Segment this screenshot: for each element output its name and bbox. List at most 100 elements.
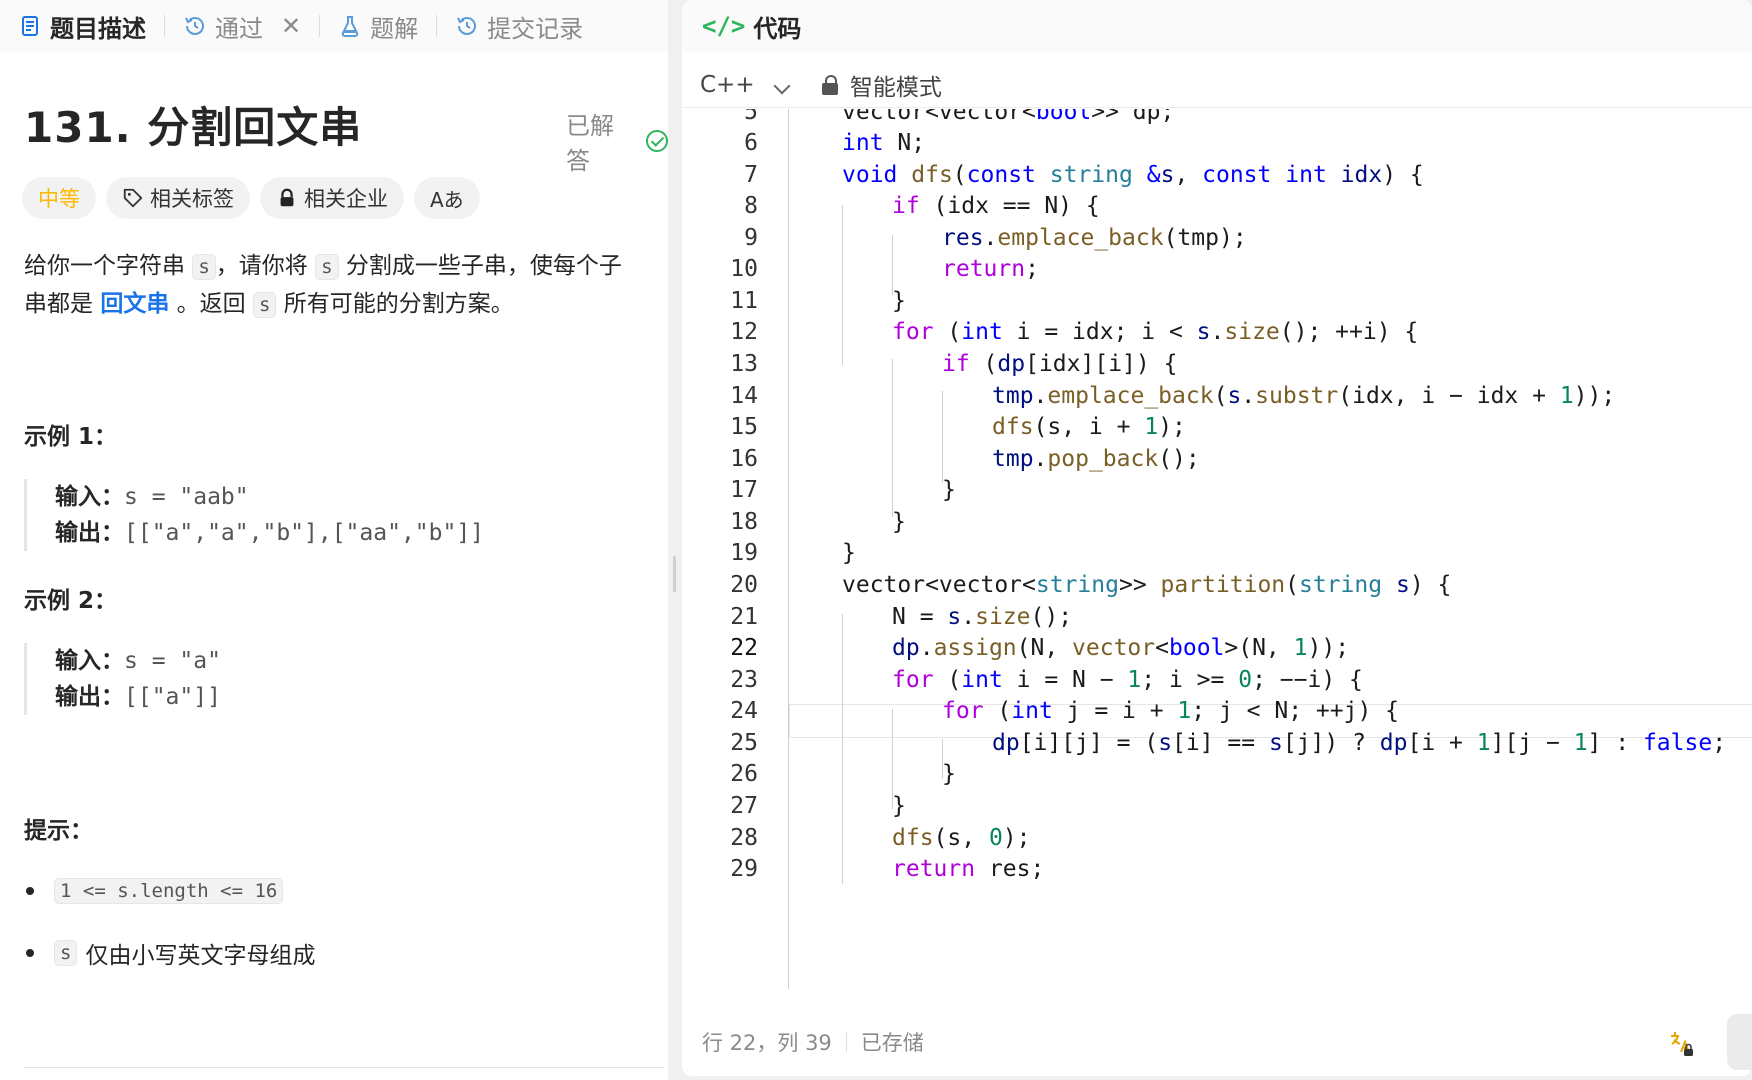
history-icon [457,17,477,35]
tab-submissions[interactable]: 提交记录 [455,0,583,52]
code-line: for (int i = idx; i < s.size(); ++i) { [892,319,1419,345]
output-label: 输出： [55,684,124,710]
line-number: 13 [730,351,758,377]
font-toggle-button[interactable]: Aあ [414,177,480,219]
current-line-highlight [789,704,1752,738]
code-line: N = s.size(); [892,604,1073,630]
tab-accepted-label: 通过 [215,14,263,43]
line-number: 21 [730,604,758,630]
code-line: dp[i][j] = (s[i] == s[j]) ? dp[i + 1][j … [992,730,1727,756]
related-companies-button[interactable]: 相关企业 [260,177,404,219]
line-number: 23 [730,667,758,693]
code-icon: </> [702,12,746,40]
indent-guide [942,391,943,483]
indent-guide [892,235,893,295]
line-number: 28 [730,825,758,851]
code-line: tmp.pop_back(); [992,446,1200,472]
editor-toolbar: C++ 智能模式 [682,62,1752,108]
code-line: vector<vector<bool>> dp; [842,109,1175,125]
line-number: 7 [744,162,758,188]
tab-divider [164,15,165,37]
desc-text: 所有可能的分割方案。 [283,291,514,317]
code-line: } [892,793,906,819]
code-line: if (idx == N) { [892,193,1100,219]
tag-row: 中等 相关标签 相关企业 Aあ [22,177,490,219]
bullet-icon [26,887,34,895]
tab-submissions-label: 提交记录 [487,14,584,43]
line-number: 6 [744,130,758,156]
line-number: 10 [730,256,758,282]
line-number: 17 [730,477,758,503]
line-number: 19 [730,540,758,566]
line-number: 8 [744,193,758,219]
smart-mode-toggle[interactable]: 智能模式 [849,74,942,101]
document-icon [22,16,38,36]
line-number: 25 [730,730,758,756]
line-number: 20 [730,572,758,598]
line-number: 27 [730,793,758,819]
solved-status: 已解答 [566,106,668,176]
problem-panel: 题目描述 通过 ✕ 题解 提交记录 131. 分割回文串 已解答 中等 相关标签 [0,0,668,1080]
difficulty-badge[interactable]: 中等 [22,177,96,219]
list-item: 1 <= s.length <= 16 [24,878,284,904]
line-number: 15 [730,414,758,440]
inline-code: 1 <= s.length <= 16 [54,878,284,904]
line-number: 9 [744,225,758,251]
lock-icon [280,188,294,207]
tab-solutions[interactable]: 题解 [338,0,418,52]
related-tags-label: 相关标签 [150,187,234,211]
divider [24,1067,664,1068]
cursor-position: 行 22，列 39 [702,1031,832,1055]
code-line: tmp.emplace_back(s.substr(idx, i − idx +… [992,383,1616,409]
pane-splitter[interactable] [668,0,680,1080]
drag-handle[interactable] [673,556,676,592]
code-line: for (int i = N − 1; i >= 0; −−i) { [892,667,1363,693]
code-line: if (dp[idx][i]) { [942,351,1178,377]
tab-accepted[interactable]: 通过 ✕ [183,0,301,52]
example-title: 示例 1： [24,424,118,450]
code-panel: </> 代码 C++ 智能模式 5 6 7 8 9 10 11 12 13 14… [682,0,1752,1076]
desc-text: 分割成一些子串，使每个子 [345,253,622,279]
example-title: 示例 2： [24,588,118,614]
inline-code: s [315,254,339,280]
example-input: s = "aab" [124,484,249,510]
assistant-icon[interactable] [1667,1030,1695,1058]
desc-text: 串都是 [24,291,93,317]
bullet-icon [26,949,34,957]
related-tags-button[interactable]: 相关标签 [106,177,250,219]
code-line: dfs(s, 0); [892,825,1031,851]
line-number: 26 [730,761,758,787]
save-status: 已存储 [860,1031,924,1055]
translate-icon: Aあ [430,187,464,212]
gutter-divider [788,109,789,989]
line-number: 11 [730,288,758,314]
solved-label: 已解答 [566,112,614,175]
hints-title: 提示： [24,818,93,844]
language-select[interactable]: C++ [700,71,791,98]
close-icon[interactable]: ✕ [281,12,302,40]
problem-description: 给你一个字符串 s，请你将 s 分割成一些子串，使每个子 串都是 回文串 。返回… [24,248,664,324]
example-output: [["a","a","b"],["aa","b"]] [124,520,485,546]
desc-text: 给你一个字符串 [24,253,185,279]
line-number: 16 [730,446,758,472]
tab-description[interactable]: 题目描述 [18,0,146,52]
indent-guide [892,709,893,809]
code-line: dp.assign(N, vector<bool>(N, 1)); [892,635,1350,661]
language-label: C++ [700,71,755,98]
indent-guide [892,359,893,517]
code-line: } [942,477,956,503]
example-output: [["a"]] [124,684,221,710]
editor-statusbar: 行 22，列 39 已存储 [682,1012,1752,1072]
palindrome-link[interactable]: 回文串 [100,291,170,317]
related-companies-label: 相关企业 [304,187,388,211]
list-item: s 仅由小写英文字母组成 [24,936,315,970]
page-title: 131. 分割回文串 [24,103,363,152]
example-block: 输入：s = "a" 输出：[["a"]] [24,643,221,715]
code-editor[interactable]: 5 6 7 8 9 10 11 12 13 14 15 16 17 18 19 … [682,109,1752,989]
code-line: } [942,761,956,787]
input-label: 输入： [55,648,124,674]
side-panel-toggle[interactable] [1727,1014,1752,1070]
indent-guide [842,205,843,365]
tab-divider [319,15,321,37]
tab-solutions-label: 题解 [370,14,419,43]
